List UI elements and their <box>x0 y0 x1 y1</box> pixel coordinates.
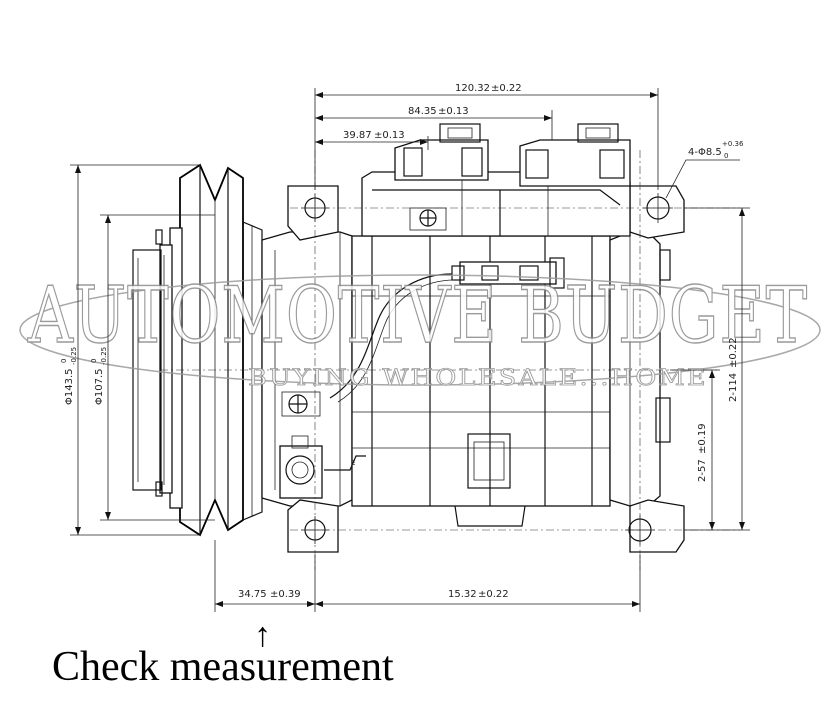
dim-upper-height-tol: ±0.19 <box>697 423 708 454</box>
svg-text:E: E <box>351 459 355 467</box>
watermark: AUTOMOTIVE BUDGET BUYING WHOLESALE...HOM… <box>19 270 821 391</box>
dimension-lines <box>70 88 750 612</box>
electrical-connector <box>329 257 565 403</box>
dim-mount-holes-tol-lower: 0 <box>724 152 728 160</box>
mount-ear-top-right <box>629 185 685 239</box>
dimension-labels: 120.32 ±0.22 84.35 ±0.13 39.87 ±0.13 4-Φ… <box>60 83 744 600</box>
measurement-annotation: ↑ Check measurement <box>52 617 394 690</box>
mount-ear-top-left <box>287 185 339 241</box>
dim-upper-height-value: 2-57 <box>697 459 708 482</box>
dim-pulley-inner-value: Φ107.5 <box>94 369 105 406</box>
dim-total-height-value: 2-114 <box>728 373 739 402</box>
watermark-title: AUTOMOTIVE BUDGET <box>27 271 808 361</box>
dim-mount-spacing-value: 15.32 <box>448 589 477 600</box>
dim-total-height-tol: ±0.22 <box>728 337 739 368</box>
watermark-subtitle: BUYING WHOLESALE...HOME <box>248 366 708 391</box>
dim-port-offset-value: 84.35 <box>408 106 437 117</box>
dim-first-port-value: 39.87 <box>343 130 372 141</box>
dim-first-port-tol: ±0.13 <box>374 130 405 141</box>
dim-pulley-outer-tol-upper: 0 <box>60 359 68 363</box>
mount-ear-bottom-left <box>287 499 339 553</box>
center-lines <box>160 150 740 570</box>
dim-mount-spacing-tol: ±0.22 <box>478 589 509 600</box>
dim-pulley-offset-value: 34.75 <box>238 589 267 600</box>
top-manifold <box>361 123 631 237</box>
dim-pulley-outer-tol-lower: -0.25 <box>70 347 78 365</box>
dim-overall-length-value: 120.32 <box>455 83 490 94</box>
dim-pulley-offset-tol: ±0.39 <box>270 589 301 600</box>
mount-ear-bottom-right <box>625 499 685 553</box>
dim-overall-length-tol: ±0.22 <box>491 83 522 94</box>
annotation-arrow: ↑ <box>254 617 271 654</box>
dim-pulley-inner-tol-upper: 0 <box>90 359 98 363</box>
dim-pulley-inner-tol-lower: -0.25 <box>100 347 108 365</box>
annotation-caption: Check measurement <box>52 644 394 690</box>
dim-mount-holes-tol-upper: +0.36 <box>722 140 744 148</box>
dim-port-offset-tol: ±0.13 <box>438 106 469 117</box>
dim-mount-holes-value: 4-Φ8.5 <box>688 147 722 158</box>
clutch-bolt <box>281 391 321 417</box>
dim-pulley-outer-value: Φ143.5 <box>64 369 75 406</box>
